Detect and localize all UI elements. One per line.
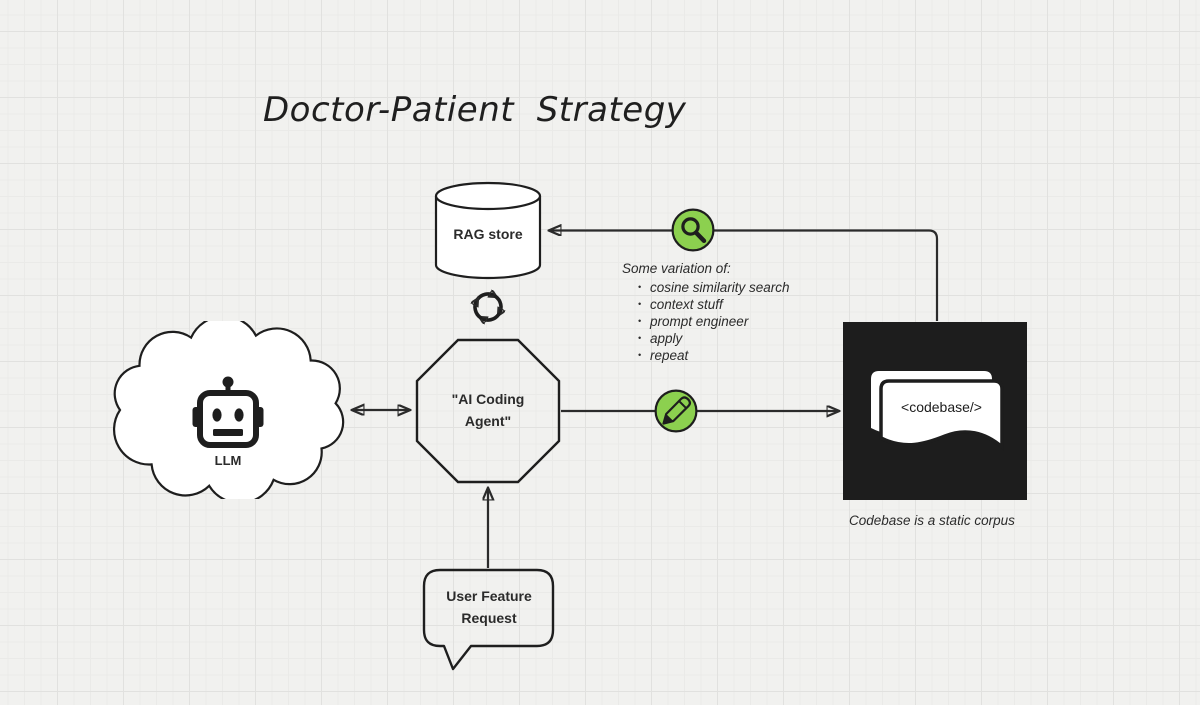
node-user-request[interactable]: User Feature Request [422,568,556,672]
node-llm[interactable]: LLM [108,315,349,505]
user-request-label: User Feature Request [446,588,532,626]
annotation-heading: Some variation of: [622,261,731,276]
node-rag-store[interactable]: RAG store [433,181,543,280]
rag-store-label: RAG store [453,226,523,243]
annotation-item: repeat [638,347,790,364]
llm-label: LLM [214,453,242,468]
search-icon[interactable] [671,208,715,252]
codebase-caption: Codebase is a static corpus [849,513,1015,528]
annotation-item: apply [638,330,790,347]
annotation-list: cosine similarity search context stuff p… [622,279,790,364]
agent-label: "AI Coding Agent" [451,391,525,429]
pencil-icon[interactable] [654,389,698,433]
annotation-item: cosine similarity search [638,279,790,296]
speech-bubble-shape [422,568,555,671]
pages-icon [871,371,1004,451]
octagon-shape [415,338,561,484]
cylinder-shape [434,181,542,280]
annotation-item: prompt engineer [638,313,790,330]
robot-icon [192,376,264,448]
node-codebase[interactable] [843,322,1027,500]
codebase-label: <codebase/> [901,399,982,415]
cycle-refresh-icon[interactable] [466,285,510,329]
node-agent[interactable]: "AI Coding Agent" [415,338,561,484]
annotation-block: Some variation of: cosine similarity sea… [622,261,790,364]
diagram-title: Doctor-Patient Strategy [263,90,687,130]
arrow-codebase-ragstore[interactable] [550,231,939,322]
annotation-item: context stuff [638,296,790,313]
